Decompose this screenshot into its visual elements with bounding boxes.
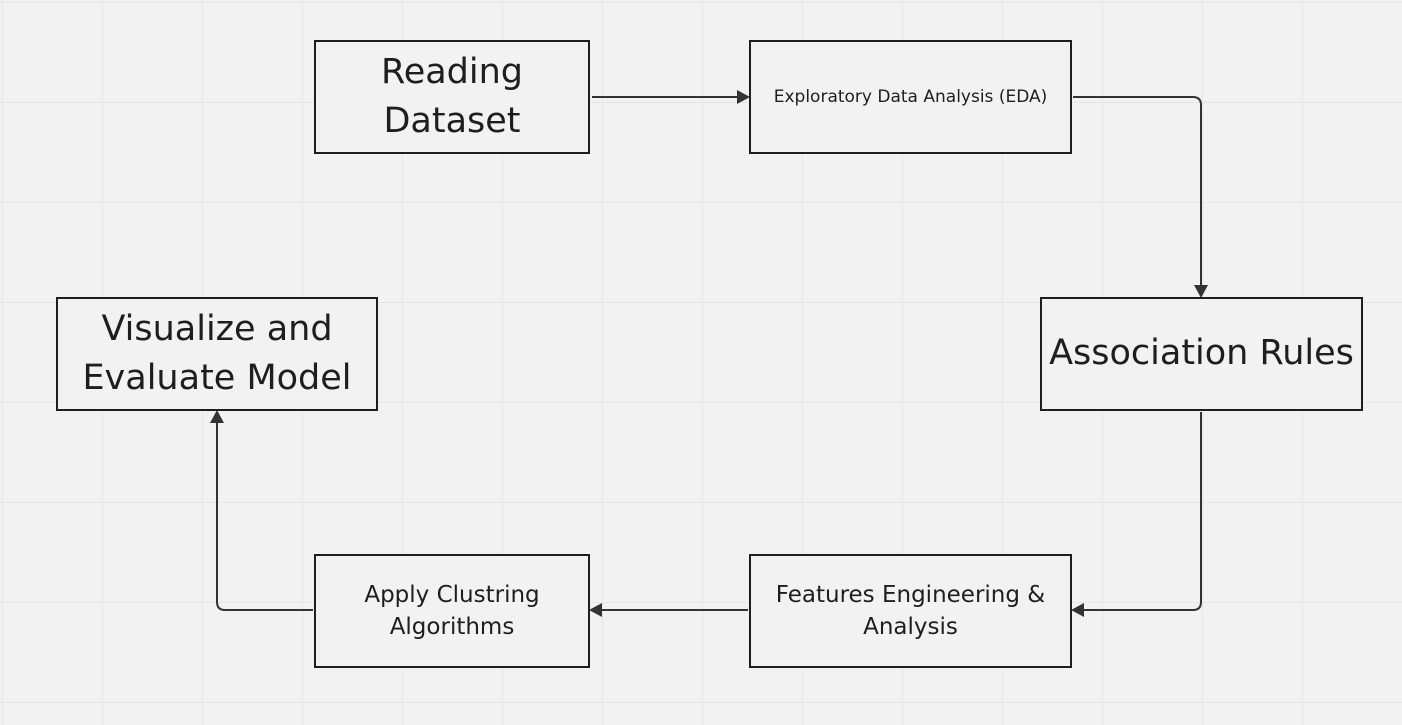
node-association-rules-label: Association Rules <box>1049 333 1354 374</box>
node-association-rules[interactable]: Association Rules <box>1040 297 1363 411</box>
node-features-engineering[interactable]: Features Engineering & Analysis <box>749 554 1072 668</box>
connector-features-to-clustering[interactable] <box>589 603 748 617</box>
arrowhead-up-icon <box>210 410 224 423</box>
connector-reading-to-eda[interactable] <box>592 90 750 104</box>
connector-association-to-features[interactable] <box>1071 412 1202 617</box>
node-eda[interactable]: Exploratory Data Analysis (EDA) <box>749 40 1072 154</box>
node-visualize-evaluate[interactable]: Visualize and Evaluate Model <box>56 297 378 411</box>
arrowhead-right-icon <box>737 90 750 104</box>
node-features-engineering-label: Features Engineering & Analysis <box>775 581 1046 640</box>
arrowhead-left-icon <box>1071 603 1084 617</box>
node-apply-clustering[interactable]: Apply Clustring Algorithms <box>314 554 590 668</box>
arrowhead-left-icon <box>589 603 602 617</box>
node-apply-clustering-label: Apply Clustring Algorithms <box>364 581 540 640</box>
node-visualize-evaluate-label: Visualize and Evaluate Model <box>82 309 352 398</box>
connector-clustering-to-visualize[interactable] <box>210 410 313 611</box>
connector-eda-to-association[interactable] <box>1073 96 1208 298</box>
node-reading-dataset[interactable]: Reading Dataset <box>314 40 590 154</box>
node-eda-label: Exploratory Data Analysis (EDA) <box>773 86 1048 107</box>
arrowhead-down-icon <box>1194 285 1208 298</box>
node-reading-dataset-label: Reading Dataset <box>380 52 524 141</box>
